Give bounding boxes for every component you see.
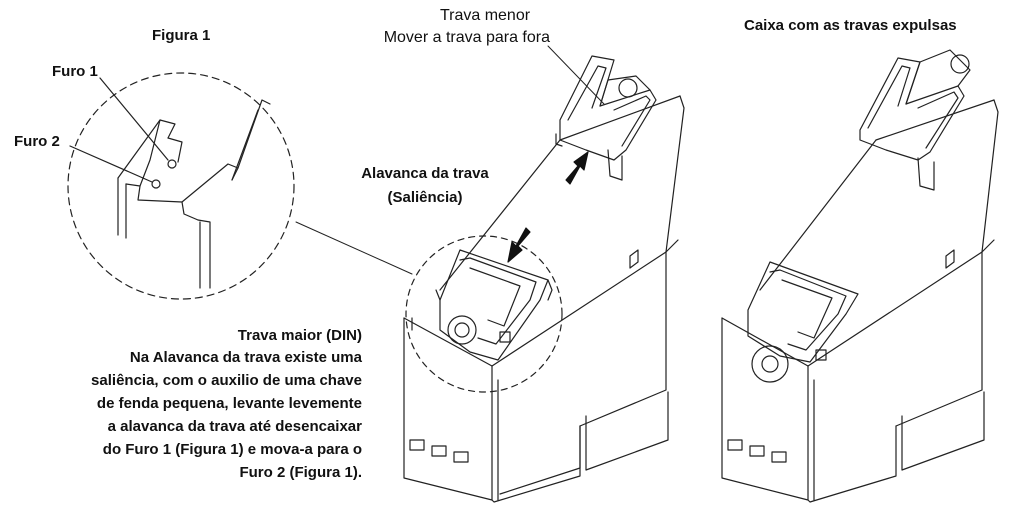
- arrows: [508, 152, 588, 262]
- hole1-label: Furo 1: [52, 63, 98, 80]
- figure1-detail: [68, 73, 412, 299]
- big-latch-line: do Furo 1 (Figura 1) e mova-a para o: [102, 441, 362, 458]
- big-latch-line: saliência, com o auxilio de uma chave: [91, 372, 362, 389]
- expelled-title: Caixa com as travas expulsas: [744, 17, 957, 34]
- big-latch-line: Furo 2 (Figura 1).: [239, 464, 362, 481]
- hole2-label: Furo 2: [14, 133, 60, 150]
- big-latch-line: de fenda pequena, levante levemente: [96, 395, 362, 412]
- big-latch-title: Trava maior (DIN): [237, 327, 362, 344]
- big-latch-description: Na Alavanca da trava existe uma saliênci…: [20, 348, 362, 483]
- lever-label-line1: Alavanca da trava: [361, 165, 489, 182]
- big-latch-line: Na Alavanca da trava existe uma: [129, 349, 362, 366]
- small-latch-label-line2: Mover a trava para fora: [383, 29, 550, 46]
- lever-label-line2: (Saliência): [387, 189, 463, 206]
- big-latch-line: a alavanca da trava até desencaixar: [107, 418, 362, 435]
- device-middle: [404, 46, 684, 502]
- figure1-title: Figura 1: [152, 27, 211, 44]
- device-right: [722, 50, 998, 502]
- small-latch-label-line1: Trava menor: [439, 7, 531, 24]
